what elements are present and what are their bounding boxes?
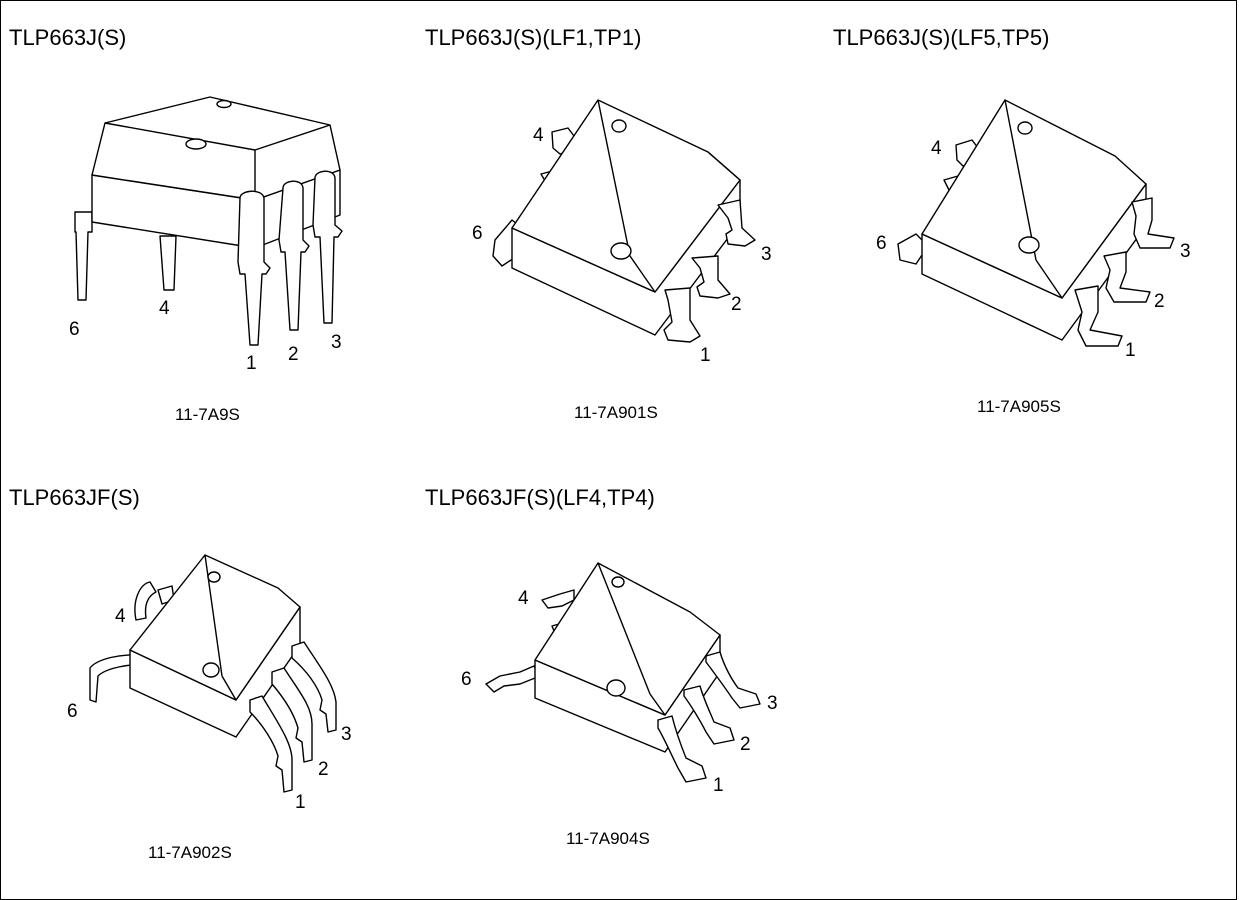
pin-label-2: 2 xyxy=(318,759,329,780)
pin-label-6: 6 xyxy=(461,669,472,690)
pin-label-3: 3 xyxy=(331,332,342,353)
package-title: TLP663J(S)(LF1,TP1) xyxy=(425,25,642,50)
pin-label-2: 2 xyxy=(731,294,742,315)
pin-label-4: 4 xyxy=(533,125,544,146)
pin-label-1: 1 xyxy=(700,345,711,366)
package-code: 11-7A901S xyxy=(574,403,658,422)
pin-label-3: 3 xyxy=(767,693,778,714)
pin-label-1: 1 xyxy=(1125,340,1136,361)
package-code: 11-7A905S xyxy=(977,397,1061,416)
pin-label-1: 1 xyxy=(295,792,306,813)
pin-label-6: 6 xyxy=(876,233,887,254)
pin-label-4: 4 xyxy=(115,606,126,627)
pin-label-2: 2 xyxy=(288,344,299,365)
pin-label-3: 3 xyxy=(761,244,772,265)
pin-label-2: 2 xyxy=(1154,291,1165,312)
package-code: 11-7A9S xyxy=(175,405,240,424)
pin-label-3: 3 xyxy=(341,724,352,745)
package-code: 11-7A904S xyxy=(566,829,650,848)
package-title: TLP663JF(S) xyxy=(9,485,140,510)
pin-label-4: 4 xyxy=(518,588,529,609)
pin-label-6: 6 xyxy=(67,701,78,722)
pin-label-2: 2 xyxy=(740,734,751,755)
pin-label-6: 6 xyxy=(69,319,80,340)
package-title: TLP663J(S)(LF5,TP5) xyxy=(833,25,1050,50)
pin-label-6: 6 xyxy=(472,223,483,244)
pin-label-3: 3 xyxy=(1180,241,1191,262)
package-title: TLP663JF(S)(LF4,TP4) xyxy=(425,485,655,510)
package-title: TLP663J(S) xyxy=(9,25,127,50)
pin-label-4: 4 xyxy=(159,298,170,319)
package-code: 11-7A902S xyxy=(148,843,232,862)
pin-label-4: 4 xyxy=(931,138,942,159)
pin-label-1: 1 xyxy=(713,775,724,796)
pin-label-1: 1 xyxy=(246,353,257,374)
